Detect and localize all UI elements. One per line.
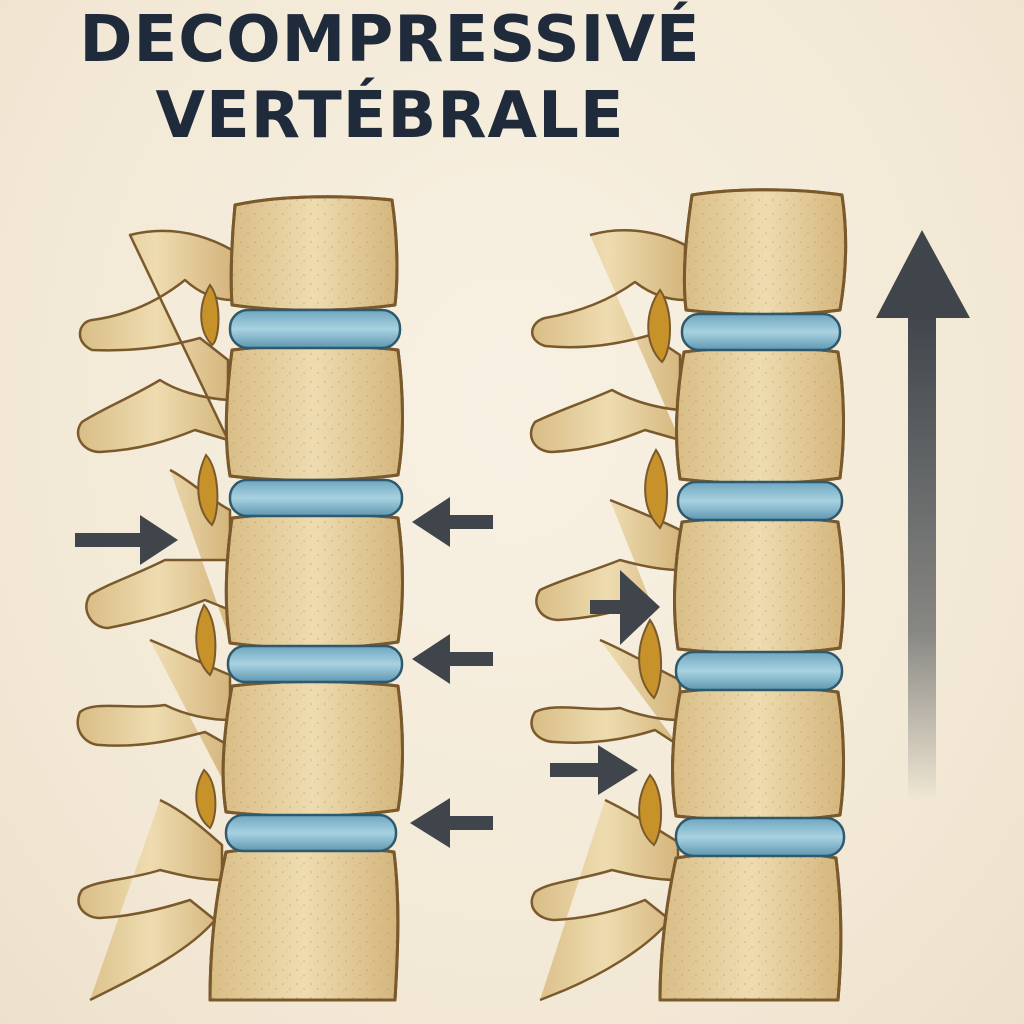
page-title: DECOMPRESSIVÉ VERTÉBRALE	[0, 0, 780, 160]
right-disc-4	[674, 816, 846, 858]
title-line-2: VERTÉBRALE	[155, 79, 625, 153]
left-spine	[75, 195, 493, 1002]
left-disc-3	[226, 644, 404, 684]
left-vertebral-bodies	[208, 195, 404, 1002]
compression-arrow-left-icon	[412, 634, 493, 684]
compression-arrow-right-icon	[550, 745, 638, 795]
traction-arrow-up-icon	[876, 230, 970, 802]
compression-arrow-right-icon	[75, 515, 178, 565]
right-disc-1	[680, 312, 842, 352]
right-vertebral-bodies	[658, 188, 848, 1002]
right-foramen	[638, 288, 671, 847]
compression-arrow-left-icon	[410, 798, 493, 848]
right-disc-3	[674, 650, 844, 692]
compression-arrow-right-icon	[590, 570, 660, 645]
left-disc-1	[228, 308, 402, 350]
right-spine	[529, 188, 970, 1002]
right-discs	[674, 312, 846, 858]
title-line-1: DECOMPRESSIVÉ	[79, 3, 701, 77]
left-disc-4	[224, 813, 398, 853]
left-compression-arrows	[75, 497, 493, 848]
left-foramen	[195, 283, 220, 830]
right-disc-2	[676, 480, 844, 522]
right-foramen-arrows	[550, 570, 660, 795]
compression-arrow-left-icon	[412, 497, 493, 547]
left-disc-2	[228, 478, 404, 518]
left-discs	[224, 308, 404, 853]
